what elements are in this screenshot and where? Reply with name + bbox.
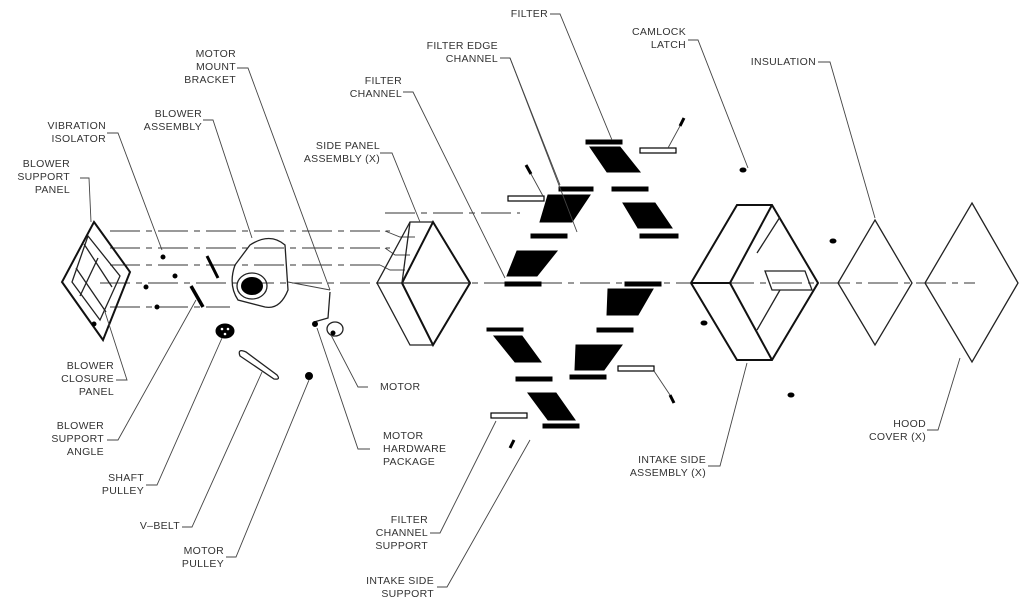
label-shaft-pulley: SHAFT PULLEY (101, 472, 144, 497)
label-v-belt: V–BELT (139, 520, 180, 532)
insulation (837, 218, 913, 347)
vibration-isolators (143, 254, 178, 310)
label-filter: FILTER (510, 8, 548, 20)
label-blower-support-panel: BLOWER SUPPORT PANEL (17, 158, 70, 196)
blower-support-panel (60, 220, 132, 343)
side-panel-assembly (376, 219, 472, 348)
filters (492, 146, 673, 421)
filter-edge-channels (486, 139, 679, 429)
label-motor-pulley: MOTOR PULLEY (181, 545, 224, 570)
label-intake-side-assembly: INTAKE SIDE ASSEMBLY (X) (629, 454, 706, 479)
label-blower-support-angle: BLOWER SUPPORT ANGLE (51, 420, 104, 458)
motor-pulley (305, 372, 313, 380)
label-filter-edge-channel: FILTER EDGE CHANNEL (426, 40, 498, 65)
label-side-panel-assembly: SIDE PANEL ASSEMBLY (X) (303, 140, 380, 165)
blower-support-angles (189, 255, 220, 308)
v-belt (238, 350, 280, 380)
label-motor-mount-bracket: MOTOR MOUNT BRACKET (184, 48, 236, 86)
label-hood-cover: HOOD COVER (X) (869, 418, 926, 443)
label-blower-assembly: BLOWER ASSEMBLY (143, 108, 202, 133)
label-vibration-isolator: VIBRATION ISOLATOR (47, 120, 106, 145)
hood-cover (924, 201, 1019, 364)
label-motor: MOTOR (380, 381, 421, 393)
label-motor-hardware-package: MOTOR HARDWARE PACKAGE (383, 430, 447, 468)
shaft-pulley (215, 323, 235, 339)
label-insulation: INSULATION (750, 56, 816, 68)
label-camlock-latch: CAMLOCK LATCH (631, 26, 686, 51)
label-intake-side-support: INTAKE SIDE SUPPORT (366, 575, 434, 600)
motor-mount-bracket (312, 291, 331, 327)
blower-assembly (231, 237, 331, 309)
leader-lines (80, 13, 961, 588)
filter-channel-supports (490, 117, 686, 449)
label-filter-channel-support: FILTER CHANNEL SUPPORT (375, 514, 428, 552)
label-filter-channel: FILTER CHANNEL (349, 75, 402, 100)
motor (326, 321, 344, 337)
intake-side-assembly (689, 167, 837, 398)
label-blower-closure-panel: BLOWER CLOSURE PANEL (61, 360, 114, 398)
